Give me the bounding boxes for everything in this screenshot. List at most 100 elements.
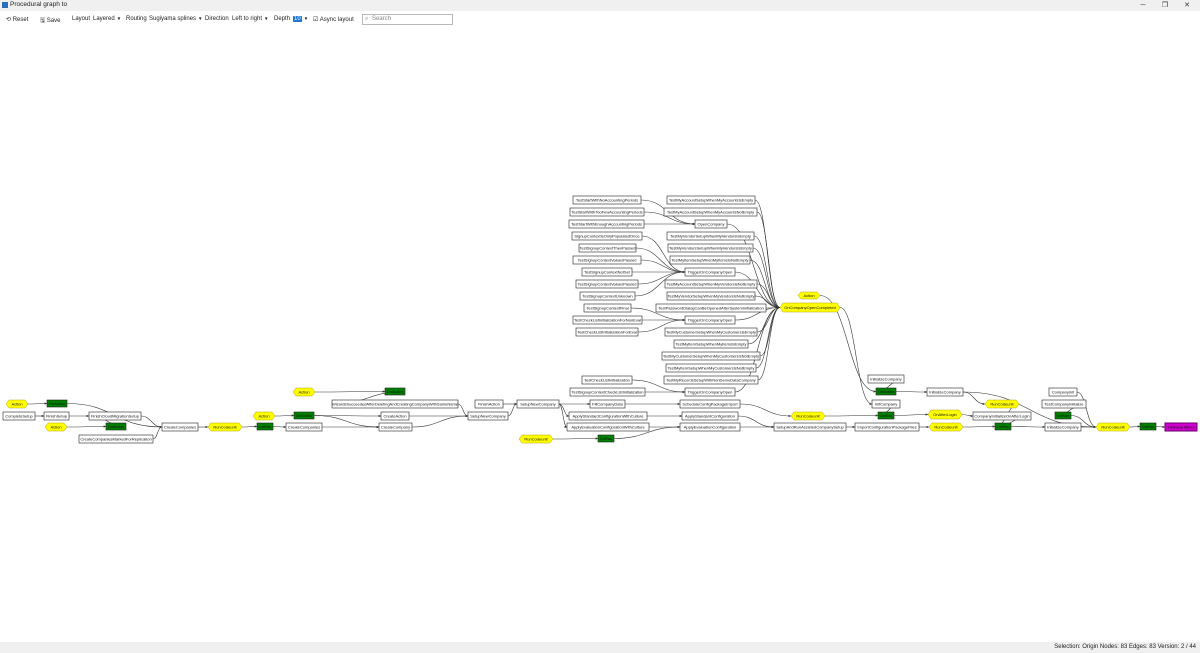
graph-edge xyxy=(755,306,781,369)
graph-node[interactable]: TestMyAccountSetupWhenMyVendorsIsNotEmpt… xyxy=(664,279,758,289)
graph-node[interactable]: FinishCloudMigrationSetup xyxy=(88,411,142,421)
graph-node[interactable]: OnRun xyxy=(256,422,274,431)
graph-node[interactable]: TestCheckListInitializationForNonEval xyxy=(572,315,643,325)
graph-node[interactable]: InitializeCompany xyxy=(1044,422,1082,432)
graph-node[interactable]: CompanyInitializeOnAfterLogin xyxy=(972,411,1032,421)
graph-node[interactable]: OnAfterLogin xyxy=(927,409,963,420)
graph-node[interactable]: TestSignupContextNotSet xyxy=(581,267,633,277)
graph-node[interactable]: SetupNewCompany xyxy=(516,399,560,409)
depth-stepper[interactable]: 10▼ xyxy=(293,16,308,22)
graph-node[interactable]: ScheduleConfigPackageImport xyxy=(679,399,741,409)
graph-node[interactable]: ApplyEvaluationConfiguration xyxy=(679,422,741,432)
graph-node[interactable]: SignupContextIsOnlyPopulatedOnce xyxy=(571,231,643,241)
graph-node[interactable]: Action xyxy=(797,291,821,300)
graph-node[interactable]: CompanyInit xyxy=(1048,387,1078,397)
graph-node[interactable]: SetupNewCompany xyxy=(467,411,509,421)
graph-node[interactable]: TestPasswordDialogCanBeOpenedAfterSystem… xyxy=(655,303,767,313)
graph-node[interactable]: TestSignupContextValuesPassed xyxy=(575,279,639,289)
graph-node[interactable]: Action xyxy=(5,399,29,409)
graph-node[interactable]: OnAction xyxy=(293,411,315,420)
graph-node[interactable]: Action xyxy=(252,411,276,421)
graph-node[interactable]: CreateAction xyxy=(380,411,410,421)
graph-node[interactable]: InitSetupTables xyxy=(1164,422,1198,432)
graph-node[interactable]: TestMyAccountSetupWhenMyAccountsIsEmpty xyxy=(666,195,756,205)
graph-node[interactable]: TriggerOnCompanyOpen xyxy=(684,267,736,277)
graph-node[interactable]: ApplyStandardConfigurationWithCulture xyxy=(568,411,648,421)
search-input[interactable]: ⌕ Search xyxy=(362,14,453,25)
graph-node[interactable]: RunCodeunit xyxy=(1095,422,1131,432)
graph-node[interactable]: RunCodeunit xyxy=(928,422,964,432)
graph-node[interactable]: OnRun xyxy=(994,422,1012,431)
graph-node[interactable]: CreateCompanies xyxy=(161,422,199,432)
graph-node[interactable]: TestSignupContextThenPassed xyxy=(578,243,637,253)
save-button[interactable]: 🖫 Save xyxy=(40,16,60,26)
graph-node[interactable]: TestStartWithNoAccountingPeriods xyxy=(572,195,642,205)
graph-node[interactable]: Action xyxy=(292,387,316,397)
graph-node[interactable]: InitializeCompany xyxy=(926,387,964,397)
graph-node[interactable]: FinishSetup xyxy=(43,411,70,421)
graph-node[interactable]: TestStartWithTooFewAccountingPeriods xyxy=(569,207,645,217)
graph-node[interactable]: TestMyVendorSetupWhenMyVendorsIsEmpty xyxy=(666,231,755,241)
graph-node[interactable]: CompleteSetup xyxy=(2,411,36,421)
graph-node[interactable]: TestSignupContextCheckListInitialization xyxy=(569,387,646,397)
method-node-shape xyxy=(78,434,154,444)
graph-node[interactable]: TestMyItemSetupWhenMyItemsIsNotEmpty xyxy=(669,255,751,265)
method-node-shape xyxy=(666,291,756,301)
graph-node[interactable]: TestMyVendorsSetupWhenMyVendorsIsEmpty xyxy=(667,243,754,253)
graph-node[interactable]: TestMyItemSetupWhenMyCustomersIsNotEmpty xyxy=(665,363,757,373)
layout-dropdown[interactable]: Layered▼ xyxy=(93,16,121,22)
graph-node[interactable]: RunCodeunit xyxy=(207,422,243,432)
graph-node[interactable]: OnRun xyxy=(1139,422,1157,431)
graph-node[interactable]: ApplyEvaluationConfigurationWithCulture xyxy=(566,422,650,432)
graph-node[interactable]: InitializeCompany xyxy=(867,374,905,384)
graph-node[interactable]: OnAction xyxy=(105,422,127,431)
maximize-button[interactable]: ❐ xyxy=(1161,2,1169,9)
graph-node[interactable]: TestMyCustomerSetupWhenMyCustomersIsNotE… xyxy=(661,351,761,361)
graph-node[interactable]: TestCheckListInitialization xyxy=(581,375,633,385)
graph-node[interactable]: OnRun xyxy=(1054,411,1072,420)
graph-node[interactable]: CreateCompaniesMarkedForReplication xyxy=(78,434,154,444)
graph-node[interactable]: ApplyStandardConfiguration xyxy=(681,411,739,421)
graph-node[interactable]: OnAction xyxy=(875,387,897,396)
graph-node[interactable]: RunCodeunit xyxy=(984,399,1020,409)
graph-node[interactable]: ImportConfigurationPackageFiles xyxy=(854,422,920,432)
graph-node[interactable]: TestSignupContextFinal xyxy=(583,303,632,313)
graph-node[interactable]: TestMyCustomerSetupWhenMyCustomersIsEmpt… xyxy=(664,327,758,337)
async-layout-checkbox[interactable]: ☑ Async layout xyxy=(313,16,354,23)
direction-dropdown[interactable]: Left to right▼ xyxy=(232,16,269,22)
graph-node[interactable]: OnRun xyxy=(877,411,895,420)
graph-node[interactable]: InitCompany xyxy=(871,399,901,409)
graph-node[interactable]: TriggerOnCompanyOpen xyxy=(684,315,736,325)
graph-node[interactable]: OnAction xyxy=(46,399,68,408)
graph-node[interactable]: TestStartWithEnoughAccountingPeriods xyxy=(568,219,645,229)
graph-node[interactable]: OnAction xyxy=(384,387,406,396)
graph-node[interactable]: OnRun xyxy=(597,434,615,443)
graph-node[interactable]: FinishAction xyxy=(474,399,504,409)
graph-node[interactable]: TestMyVendorSetupWhenMyVendorsIsNotEmpty xyxy=(666,291,756,301)
close-button[interactable]: ✕ xyxy=(1184,2,1190,9)
graph-node[interactable]: RunCodeunit xyxy=(518,434,554,444)
graph-node[interactable]: CreateCompany xyxy=(378,422,413,432)
graph-node[interactable]: TriggerOnCompanyOpen xyxy=(684,387,736,397)
graph-node[interactable]: TestMyRecordsSetupWithNonDemoDataCompany xyxy=(663,375,759,385)
graph-node[interactable]: TestCompanyInitialize xyxy=(1041,399,1087,409)
routing-dropdown[interactable]: Sugiyama splines▼ xyxy=(149,16,203,22)
graph-node[interactable]: WizardsSucceededAfterDeletingAndCreating… xyxy=(331,399,459,409)
graph-node[interactable]: OnCompanyOpenCompleted xyxy=(779,302,841,313)
graph-node[interactable]: FillCompanyData xyxy=(589,399,626,409)
graph-node[interactable]: OpenCompany xyxy=(694,219,728,229)
graph-edge xyxy=(1155,425,1166,429)
reset-button[interactable]: ⟲ Reset xyxy=(6,16,28,23)
graph-node[interactable]: RunCodeunit xyxy=(790,411,826,421)
graph-node[interactable]: TestMyAccountSetupWhenMyAccountsNotEmpty xyxy=(663,207,758,217)
minimize-button[interactable]: ─ xyxy=(1140,2,1146,9)
graph-node[interactable]: SetupAndRunAssistedCompanySetup xyxy=(773,422,847,432)
graph-node[interactable]: TestSignupContextUnknown xyxy=(579,291,636,301)
graph-node[interactable]: Action xyxy=(44,422,68,432)
graph-node[interactable]: TestMyItemSetupWhenMyItemsIsEmpty xyxy=(673,339,749,349)
graph-node[interactable]: CreateCompanies xyxy=(285,422,323,432)
graph-node[interactable]: TestCheckListInitializationForEval xyxy=(575,327,639,337)
node-label: ApplyStandardConfigurationWithCulture xyxy=(573,413,645,418)
graph-node[interactable]: TestSignupContextValuesPassed xyxy=(572,255,642,265)
